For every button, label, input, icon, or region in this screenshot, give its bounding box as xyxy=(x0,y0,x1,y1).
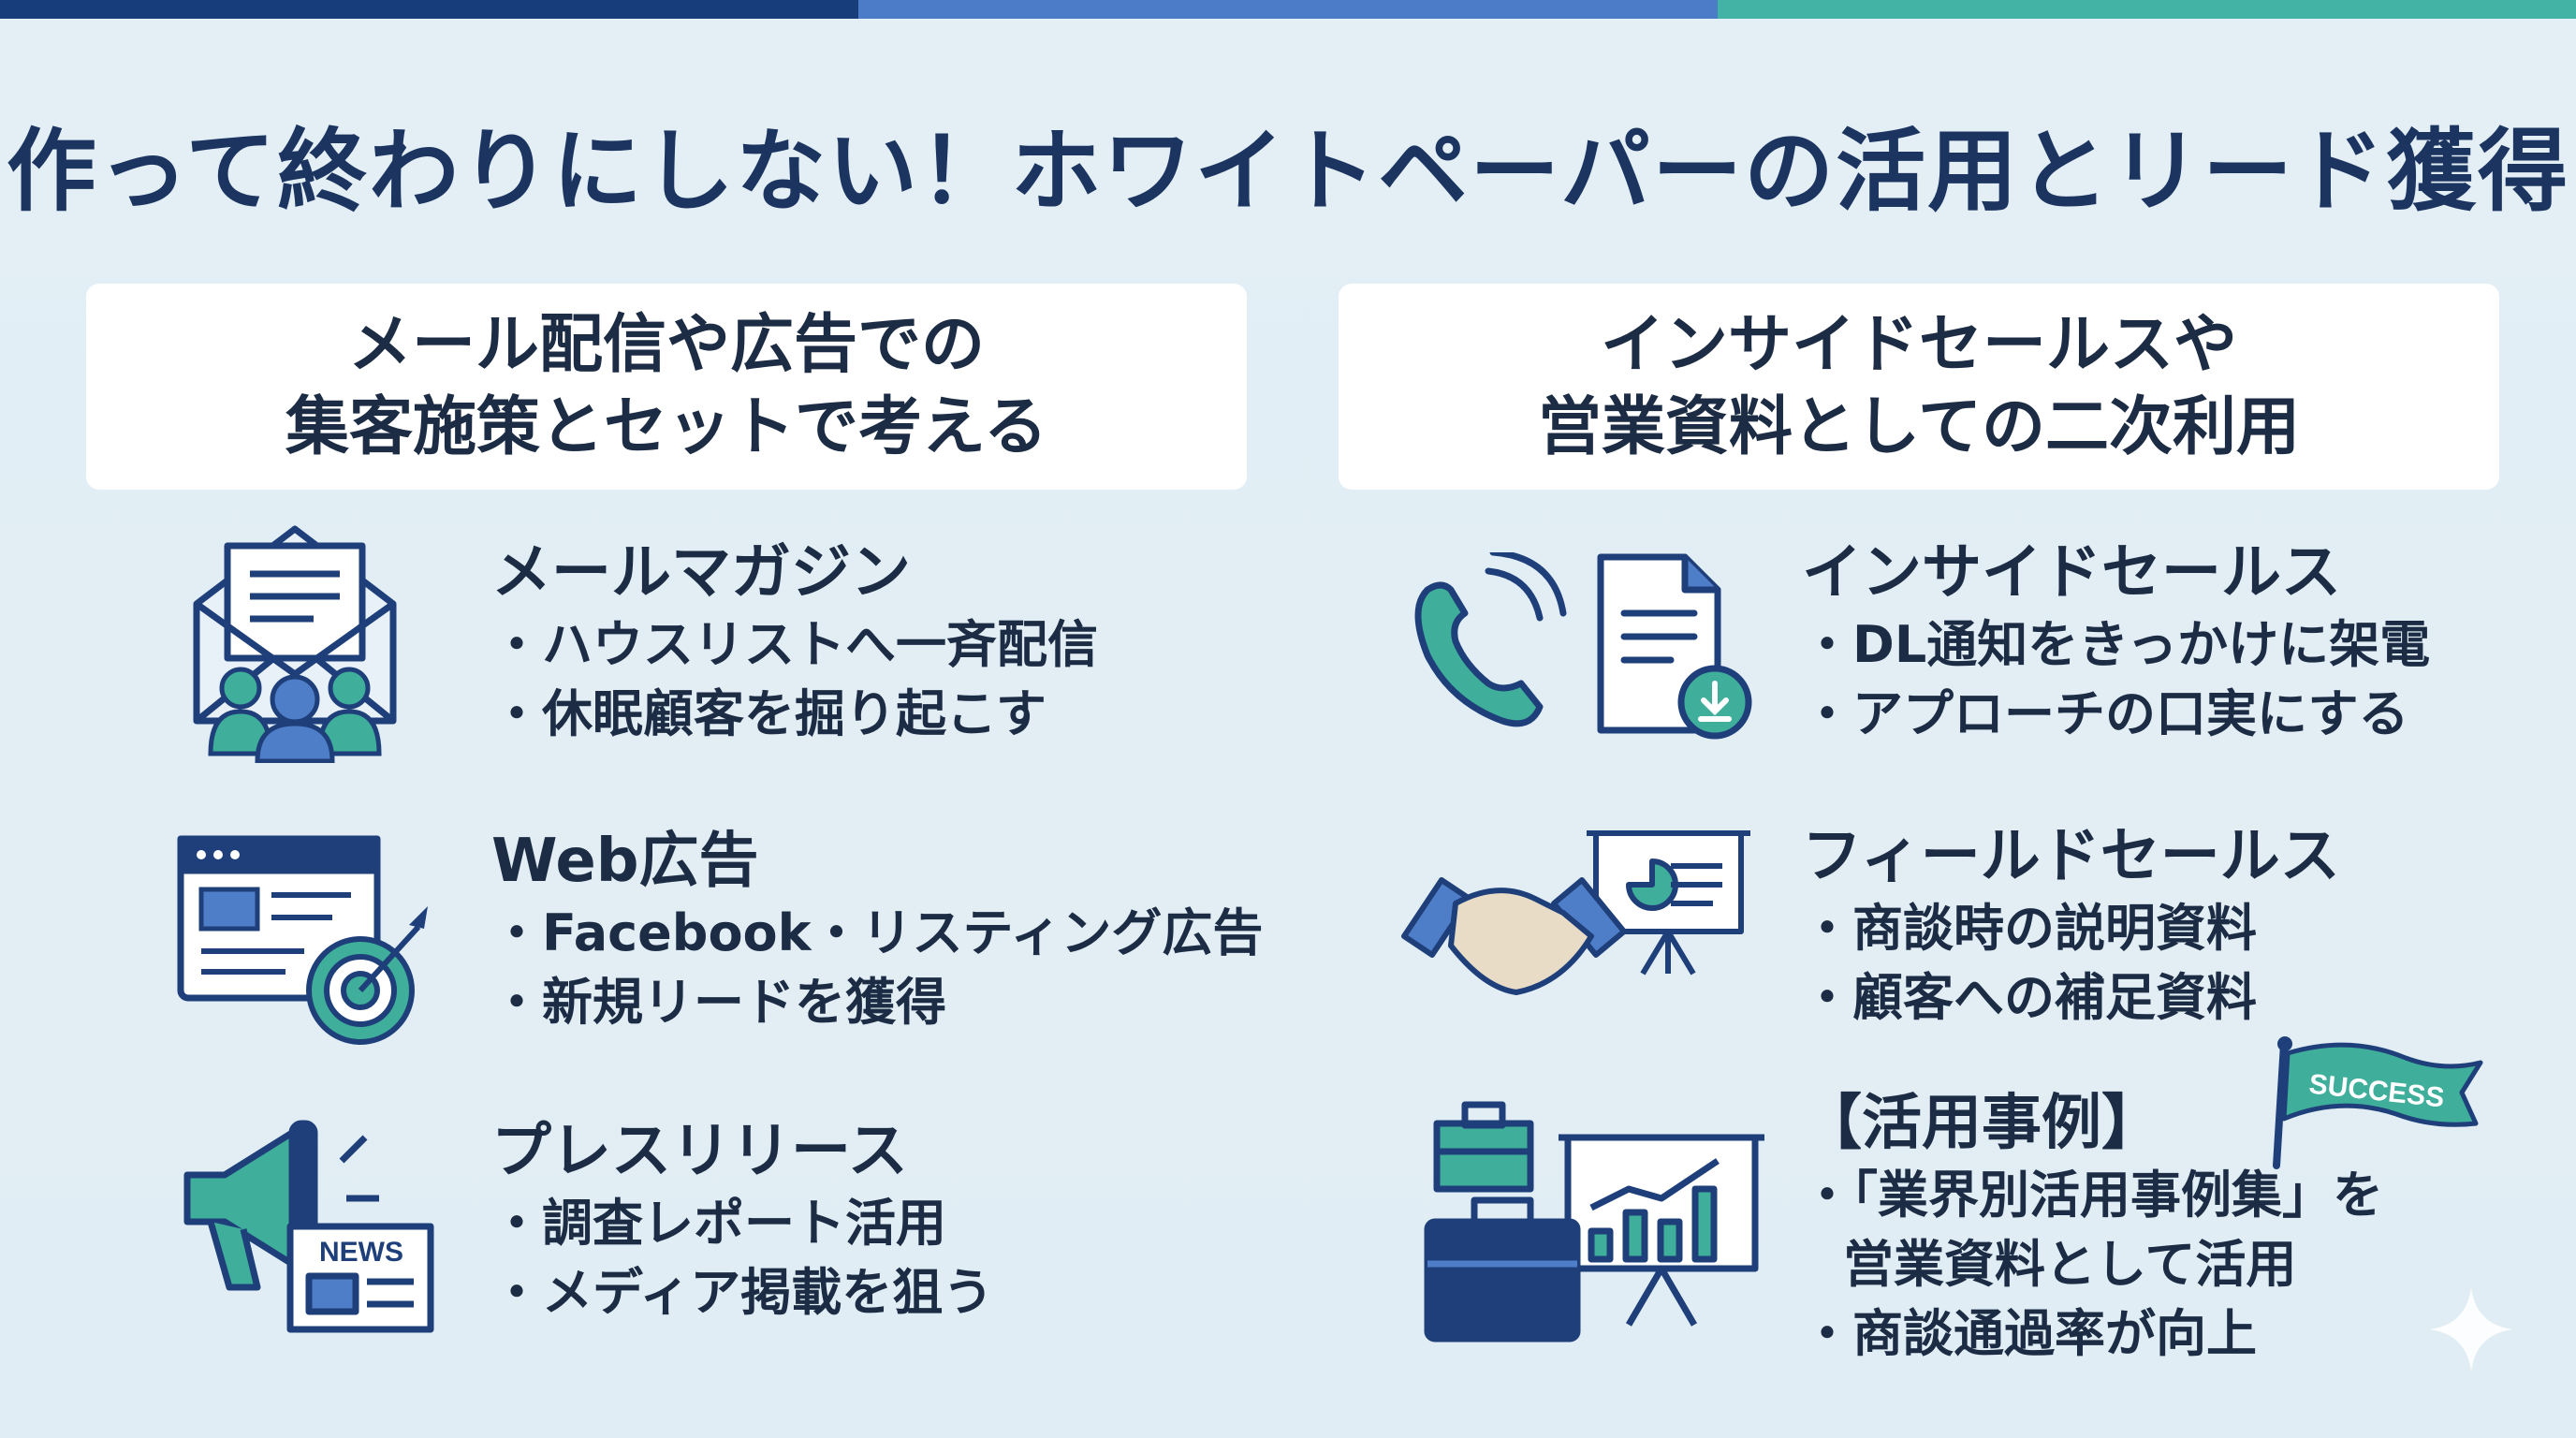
item-bullet: ・DL通知をきっかけに架電 xyxy=(1802,615,2431,674)
item-bullet: ・調査レポート活用 xyxy=(491,1194,946,1253)
right-heading-line1: インサイドセールスや xyxy=(1600,308,2237,382)
sparkle-icon xyxy=(2429,1287,2513,1372)
left-item-mail: メールマガジン ・ハウスリストへ一斉配信 ・休眠顧客を掘り起こす xyxy=(491,536,1098,749)
item-bullet: ・顧客への補足資料 xyxy=(1802,968,2257,1027)
web-ad-target-icon xyxy=(177,835,428,1045)
megaphone-news-icon: NEWS xyxy=(183,1120,434,1333)
right-heading-line2: 営業資料としての二次利用 xyxy=(1538,390,2300,464)
item-bullet: ・新規リードを獲得 xyxy=(491,973,946,1032)
item-title: フィールドセールス xyxy=(1802,822,2340,891)
left-column-heading: メール配信や広告での 集客施策とセットで考える xyxy=(86,284,1247,490)
briefcase-chart-icon xyxy=(1424,1101,1764,1343)
item-bullet: ・商談時の説明資料 xyxy=(1802,899,2257,958)
item-bullet: ・Facebook・リスティング広告 xyxy=(491,903,1264,962)
item-title: インサイドセールス xyxy=(1802,538,2341,608)
news-label: NEWS xyxy=(319,1237,403,1268)
right-item-case-study: 【活用事例】 ・「業界別活用事例集」を 営業資料として活用 ・商談通過率が向上 xyxy=(1802,1086,2383,1369)
top-bar-teal xyxy=(1717,0,2576,19)
page-title: 作って終わりにしない！ホワイトペーパーの活用とリード獲得 xyxy=(6,119,2570,224)
item-bullet: ・ハウスリストへ一斉配信 xyxy=(491,615,1098,674)
right-item-field-sales: フィールドセールス ・商談時の説明資料 ・顧客への補足資料 xyxy=(1802,819,2340,1033)
item-title: メールマガジン xyxy=(491,538,911,608)
top-bar-navy xyxy=(0,0,859,19)
item-bullet: ・商談通過率が向上 xyxy=(1802,1304,2257,1363)
item-bullet: ・「業界別活用事例集」を xyxy=(1802,1166,2383,1225)
item-bullet: ・休眠顧客を掘り起こす xyxy=(491,684,1046,743)
right-column-heading: インサイドセールスや 営業資料としての二次利用 xyxy=(1339,284,2499,490)
right-item-inside-sales: インサイドセールス ・DL通知をきっかけに架電 ・アプローチの口実にする xyxy=(1802,536,2430,749)
item-title: プレスリリース xyxy=(491,1117,908,1186)
item-bullet: 営業資料として活用 xyxy=(1843,1235,2297,1294)
left-heading-line1: メール配信や広告での xyxy=(347,308,985,382)
handshake-presentation-icon xyxy=(1401,830,1750,995)
item-bullet: ・メディア掲載を狙う xyxy=(491,1263,994,1322)
success-flag-icon: SUCCESS xyxy=(2273,1036,2483,1169)
left-item-press: プレスリリース ・調査レポート活用 ・メディア掲載を狙う xyxy=(491,1114,993,1328)
top-bar-blue xyxy=(858,0,1718,19)
item-bullet: ・アプローチの口実にする xyxy=(1802,684,2409,743)
phone-document-icon xyxy=(1414,552,1752,740)
left-item-web-ad: Web広告 ・Facebook・リスティング広告 ・新規リードを獲得 xyxy=(491,824,1263,1037)
item-title: Web広告 xyxy=(491,827,759,896)
mail-audience-icon xyxy=(193,525,397,763)
top-color-bar xyxy=(0,0,2576,19)
item-title: 【活用事例】 xyxy=(1802,1089,2161,1158)
left-heading-line2: 集客施策とセットで考える xyxy=(285,390,1047,464)
